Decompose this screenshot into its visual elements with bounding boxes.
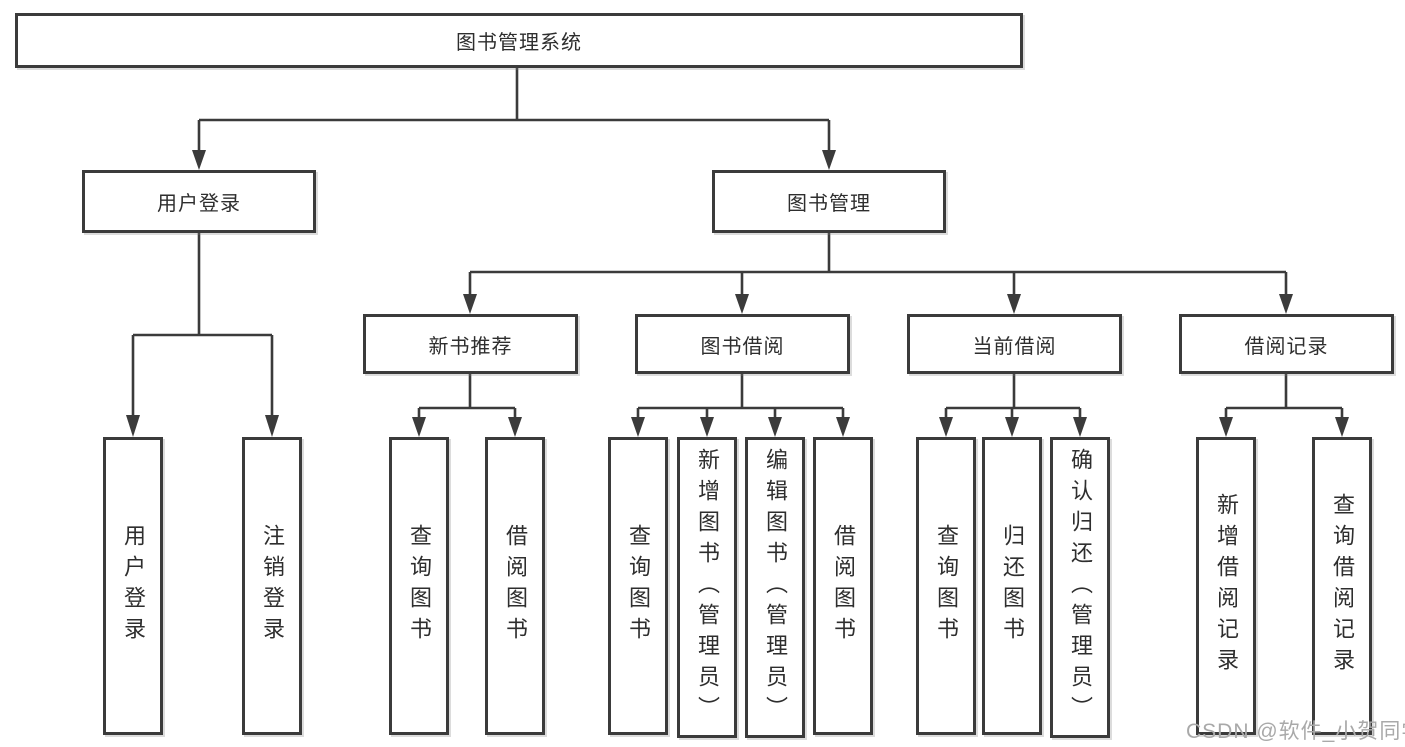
leaf-query-borrow-record: 查询借阅记录 bbox=[1312, 437, 1372, 735]
node-new-book-recommend-label: 新书推荐 bbox=[428, 335, 513, 358]
leaf-query-book-borrowing-label: 查询图书 bbox=[626, 524, 651, 648]
node-current-borrowing: 当前借阅 bbox=[907, 314, 1122, 374]
leaf-return-book: 归还图书 bbox=[982, 437, 1042, 735]
leaf-logout: 注销登录 bbox=[242, 437, 302, 735]
leaf-add-borrow-record-label: 新增借阅记录 bbox=[1214, 493, 1239, 679]
leaf-borrow-book-label: 借阅图书 bbox=[831, 524, 856, 648]
leaf-query-book-recommend-label: 查询图书 bbox=[407, 524, 432, 648]
leaf-borrow-book: 借阅图书 bbox=[813, 437, 873, 735]
leaf-borrow-book-recommend-label: 借阅图书 bbox=[503, 524, 528, 648]
leaf-edit-book-admin-label: 编辑图书（管理员） bbox=[763, 448, 788, 727]
leaf-edit-book-admin: 编辑图书（管理员） bbox=[745, 437, 805, 738]
leaf-query-borrow-record-label: 查询借阅记录 bbox=[1330, 493, 1355, 679]
leaf-query-book-current: 查询图书 bbox=[916, 437, 976, 735]
node-user-login-label: 用户登录 bbox=[157, 193, 241, 215]
leaf-confirm-return-admin-label: 确认归还（管理员） bbox=[1068, 448, 1093, 727]
watermark-text: CSDN @软件_小贺同学 bbox=[1186, 720, 1405, 743]
node-book-borrowing-label: 图书借阅 bbox=[700, 335, 785, 358]
node-new-book-recommend: 新书推荐 bbox=[363, 314, 578, 374]
leaf-query-book-borrowing: 查询图书 bbox=[608, 437, 668, 735]
node-current-borrowing-label: 当前借阅 bbox=[972, 335, 1057, 358]
leaf-add-borrow-record: 新增借阅记录 bbox=[1196, 437, 1256, 735]
node-root-system: 图书管理系统 bbox=[15, 13, 1023, 68]
node-book-management-label: 图书管理 bbox=[787, 193, 871, 215]
leaf-add-book-admin-label: 新增图书（管理员） bbox=[695, 448, 720, 727]
leaf-logout-label: 注销登录 bbox=[260, 524, 285, 648]
node-borrow-records: 借阅记录 bbox=[1179, 314, 1394, 374]
arrowheads bbox=[126, 150, 1349, 437]
node-root-label: 图书管理系统 bbox=[456, 32, 582, 54]
leaf-user-login-label: 用户登录 bbox=[121, 524, 146, 648]
node-user-login: 用户登录 bbox=[82, 170, 316, 233]
leaf-return-book-label: 归还图书 bbox=[1000, 524, 1025, 648]
node-book-management: 图书管理 bbox=[712, 170, 946, 233]
node-borrow-records-label: 借阅记录 bbox=[1244, 335, 1329, 358]
node-book-borrowing: 图书借阅 bbox=[635, 314, 850, 374]
leaf-user-login: 用户登录 bbox=[103, 437, 163, 735]
leaf-add-book-admin: 新增图书（管理员） bbox=[677, 437, 737, 738]
leaf-confirm-return-admin: 确认归还（管理员） bbox=[1050, 437, 1110, 738]
leaf-borrow-book-recommend: 借阅图书 bbox=[485, 437, 545, 735]
leaf-query-book-current-label: 查询图书 bbox=[934, 524, 959, 648]
leaf-query-book-recommend: 查询图书 bbox=[389, 437, 449, 735]
